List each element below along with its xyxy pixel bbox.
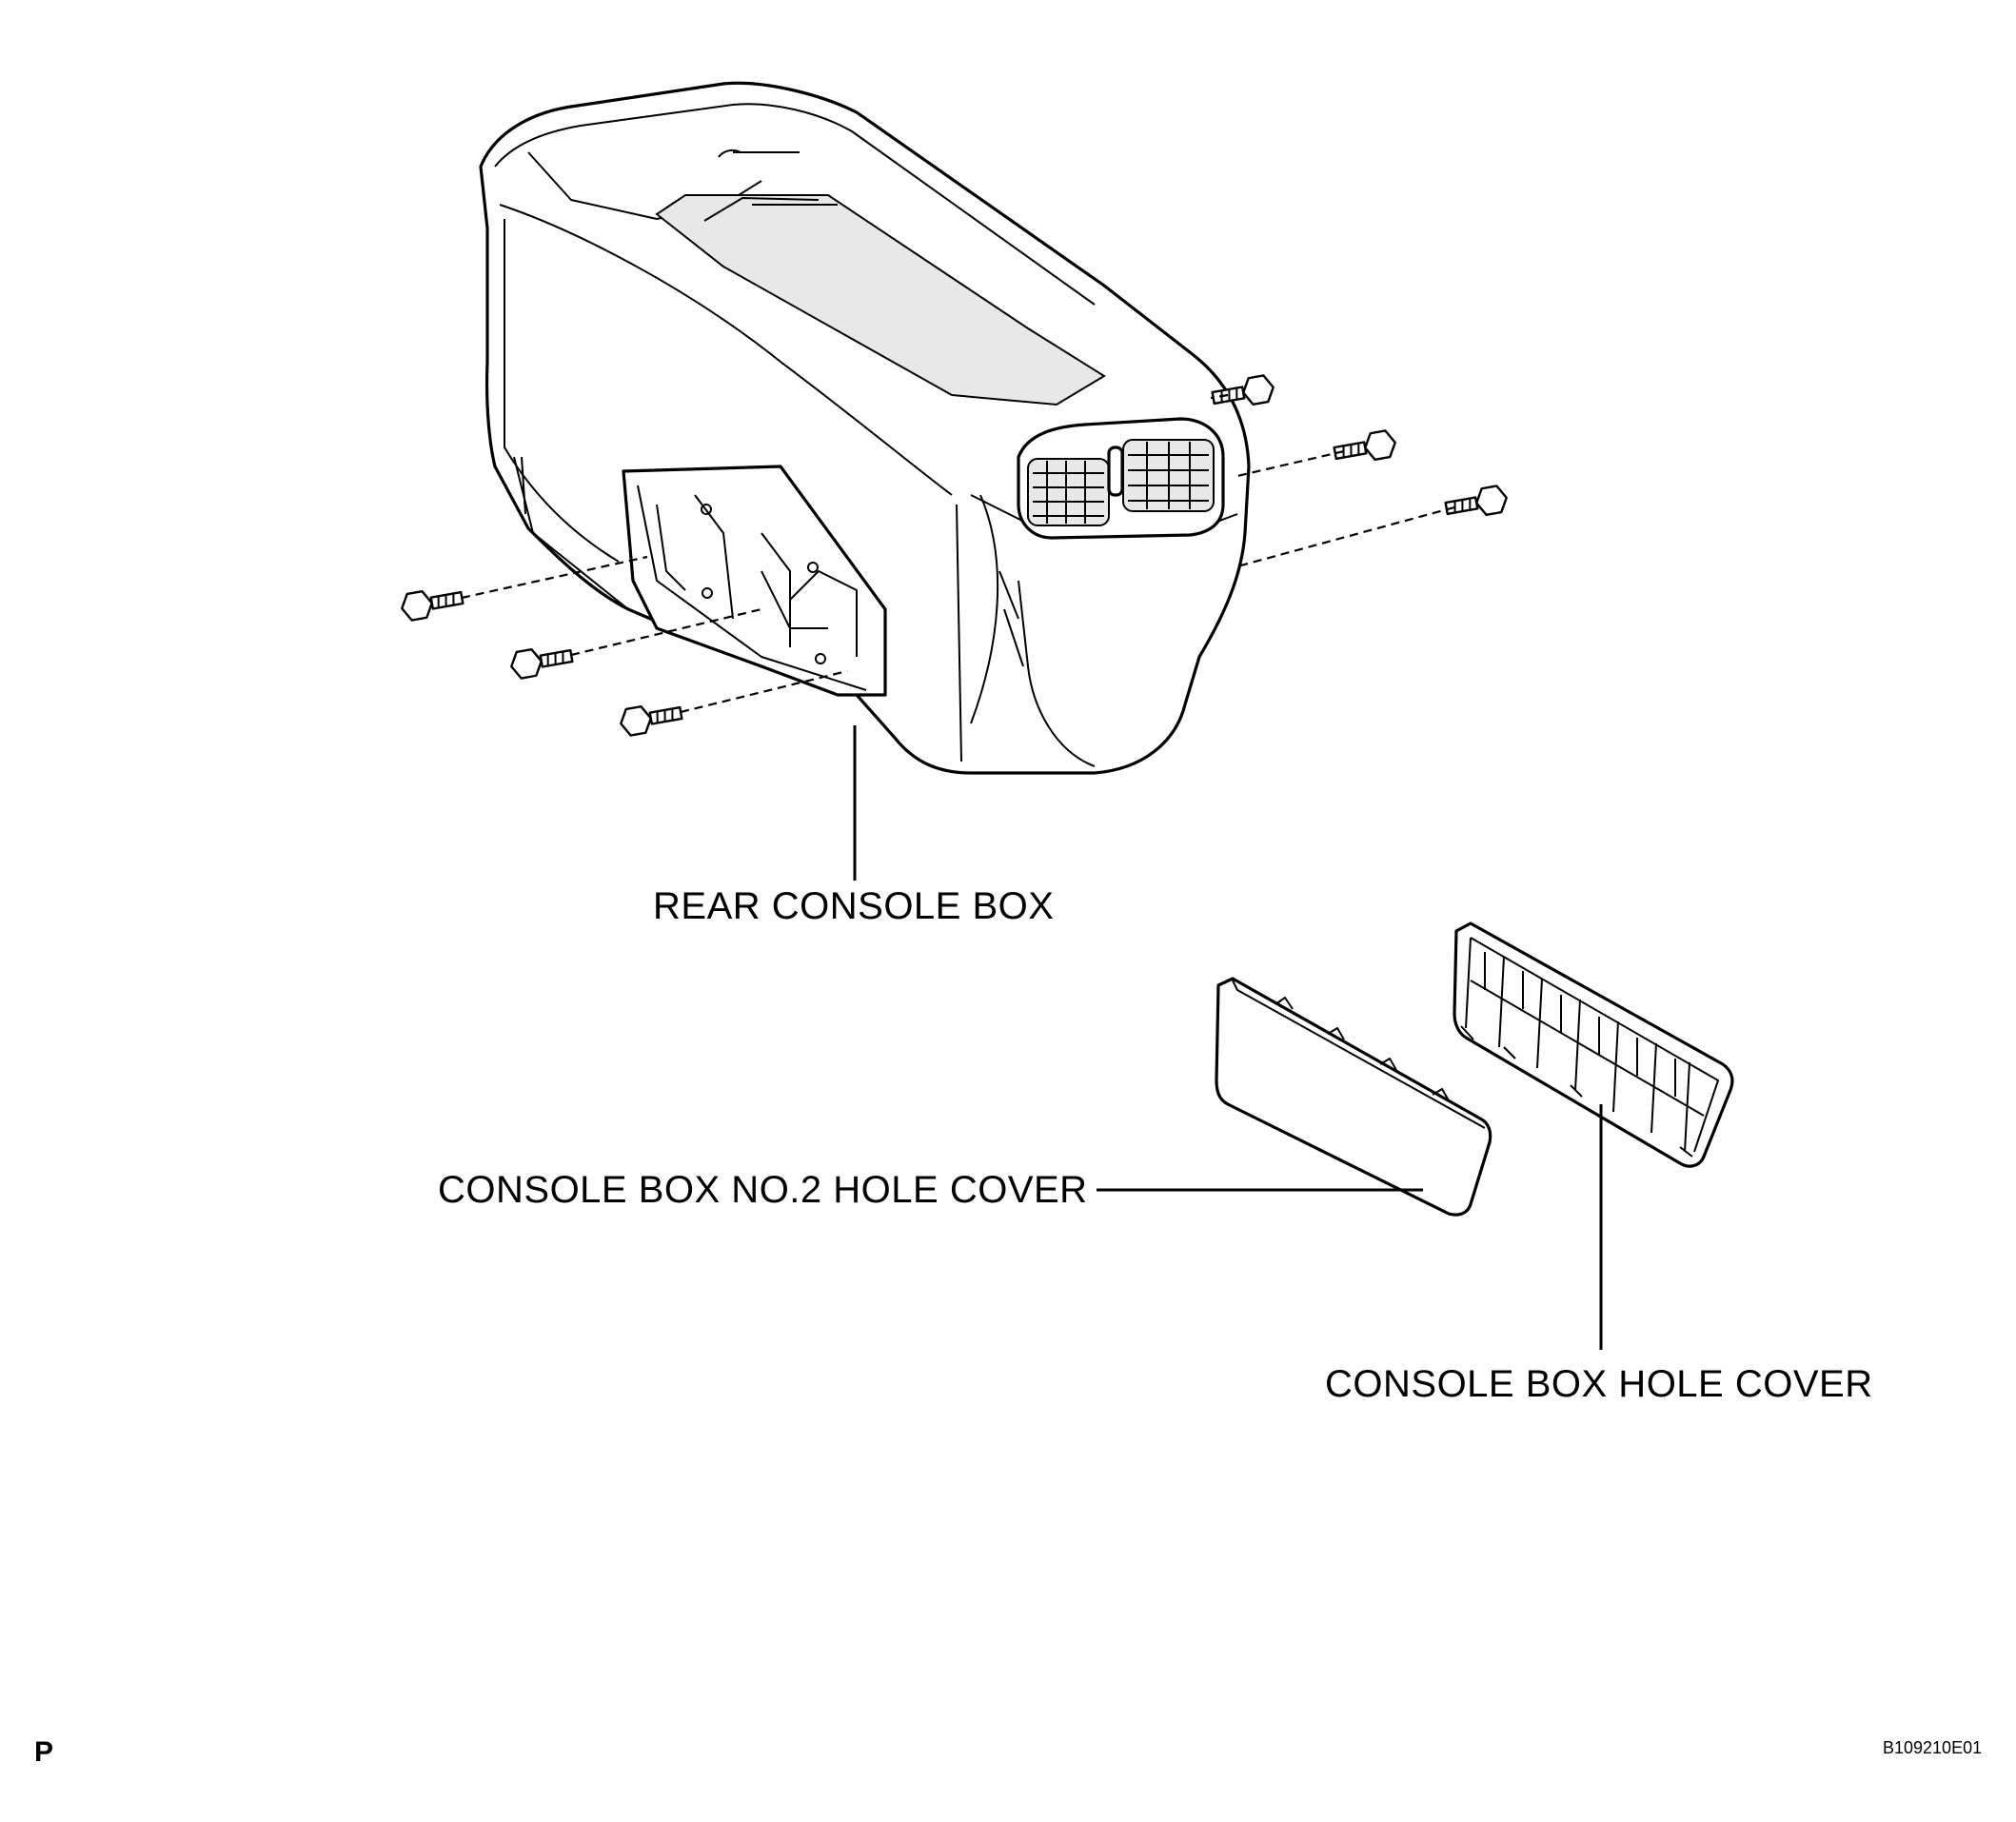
figure-code: B109210E01	[1883, 1738, 1983, 1757]
bolt	[510, 647, 574, 680]
bolt-install-lines	[461, 393, 1455, 714]
bolt	[620, 704, 683, 737]
bolt	[1444, 485, 1508, 517]
rear-air-vents	[1017, 417, 1225, 540]
console-box-hole-cover	[1453, 921, 1734, 1168]
bolt	[1333, 429, 1396, 462]
console-box-no2-hole-cover	[1215, 977, 1492, 1217]
label-console-box-no2-hole-cover: CONSOLE BOX NO.2 HOLE COVER	[438, 1169, 1088, 1211]
label-console-box-hole-cover: CONSOLE BOX HOLE COVER	[1325, 1363, 1873, 1405]
label-rear-console-box: REAR CONSOLE BOX	[653, 885, 1055, 927]
corner-mark: P	[34, 1736, 54, 1768]
bolt	[401, 589, 464, 622]
rear-console-box	[479, 81, 1251, 775]
console-mount-opening	[622, 465, 887, 697]
bolt	[1211, 374, 1275, 406]
